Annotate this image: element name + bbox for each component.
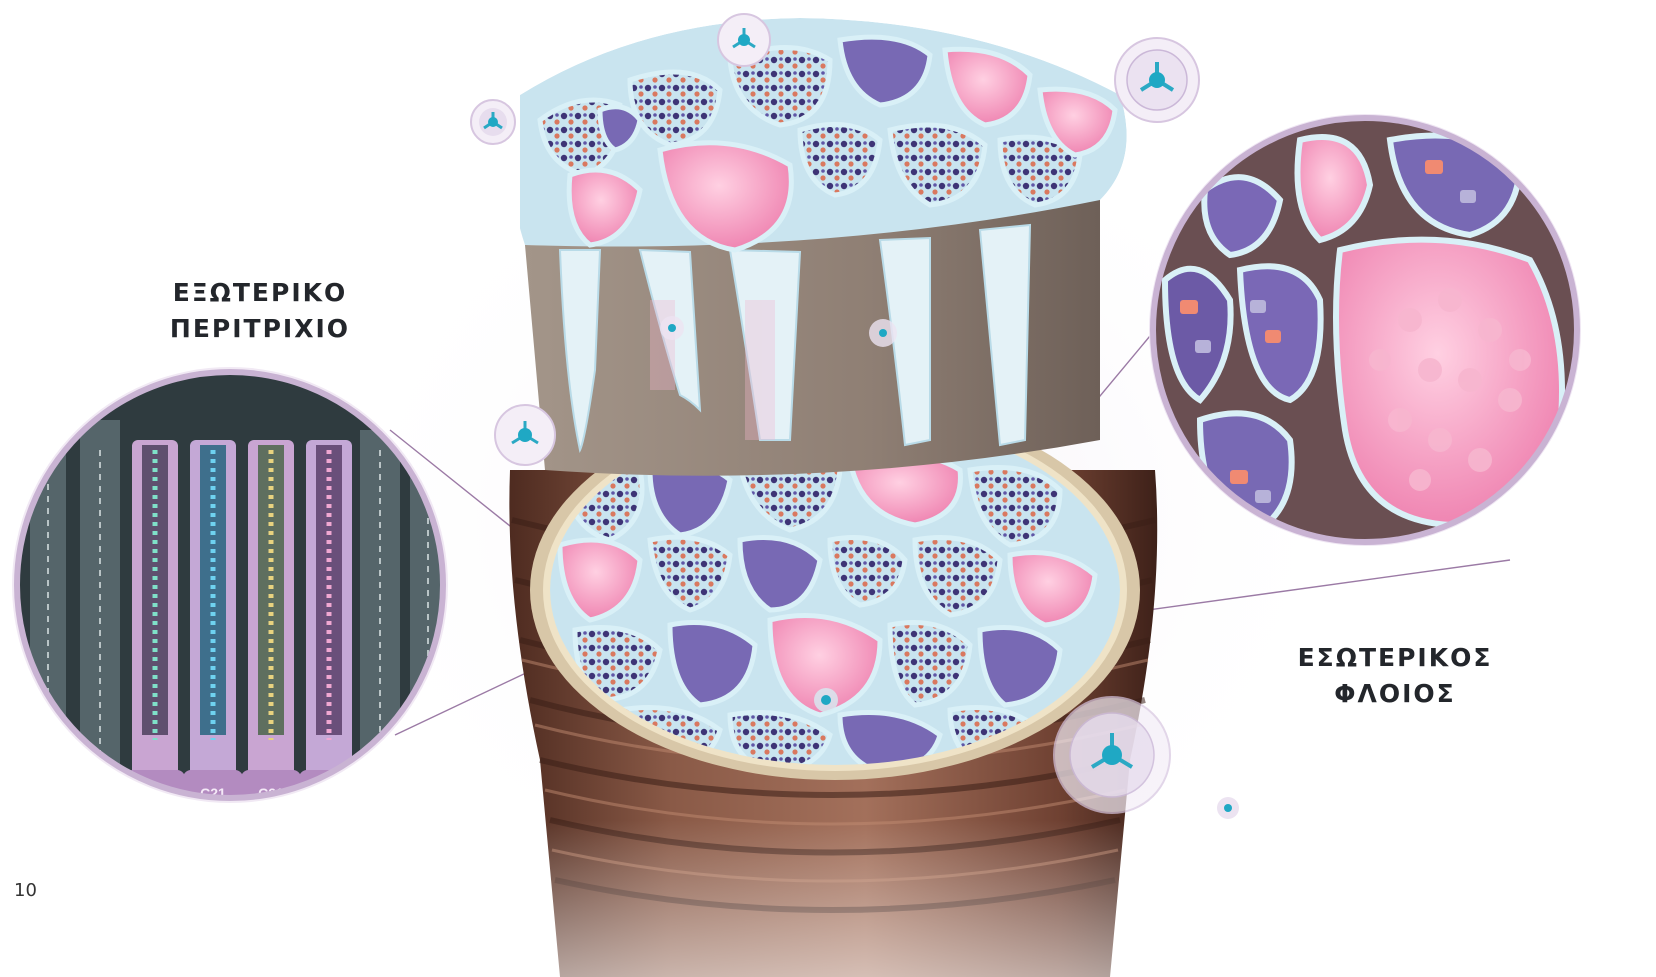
protein-column: C21 bbox=[241, 440, 301, 810]
inner-cortex-label-line-2: ΦΛΟΙΟΣ bbox=[1280, 676, 1510, 712]
molecule-icon bbox=[471, 100, 515, 144]
molecule-icon bbox=[660, 316, 684, 340]
protein-column: C21 bbox=[183, 440, 243, 810]
cortex-magnifier bbox=[1149, 114, 1581, 546]
inner-cortex-label: ΕΣΩΤΕΡΙΚΟΣ ΦΛΟΙΟΣ bbox=[1280, 640, 1510, 713]
cuticle-magnifier: C21 C21 C21 C21 bbox=[10, 365, 450, 810]
molecule-icon bbox=[814, 688, 838, 712]
page-number: 10 bbox=[14, 880, 37, 901]
protein-column: C21 bbox=[299, 440, 359, 810]
molecule-icon bbox=[495, 405, 555, 465]
cutaway-block bbox=[511, 18, 1127, 476]
molecule-icon bbox=[1217, 797, 1239, 819]
molecule-icon bbox=[1054, 697, 1170, 813]
molecule-icon bbox=[869, 319, 897, 347]
inner-cortex-label-line-1: ΕΣΩΤΕΡΙΚΟΣ bbox=[1280, 640, 1510, 676]
column-tag: C21 bbox=[316, 785, 342, 801]
molecule-icon bbox=[718, 14, 770, 66]
outer-cuticle-label-line-2: ΠΕΡΙΤΡΙΧΙΟ bbox=[165, 311, 355, 347]
protein-column: C21 bbox=[125, 440, 185, 810]
outer-cuticle-label-line-1: ΕΞΩΤΕΡΙΚΟ bbox=[165, 275, 355, 311]
molecule-icon bbox=[1115, 38, 1199, 122]
outer-cuticle-label: ΕΞΩΤΕΡΙΚΟ ΠΕΡΙΤΡΙΧΙΟ bbox=[165, 275, 355, 348]
